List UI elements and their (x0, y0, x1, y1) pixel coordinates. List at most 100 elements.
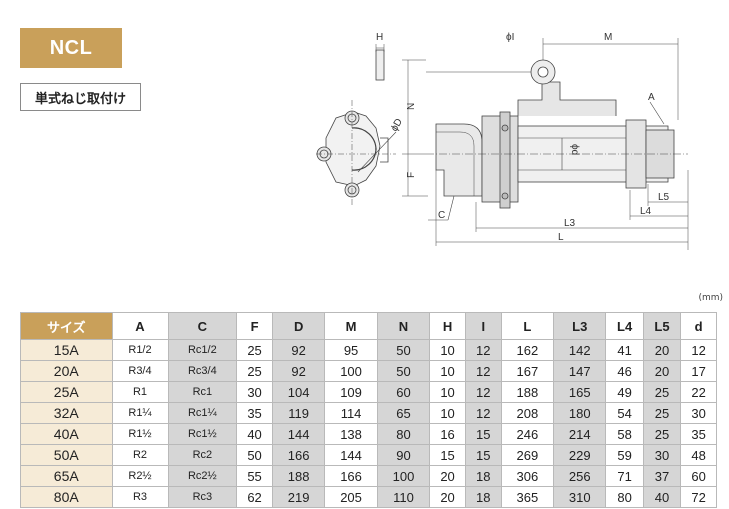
table-cell: R2 (111, 444, 169, 466)
dim-L4-label: L4 (640, 206, 652, 217)
table-cell: 219 (271, 486, 326, 508)
col-header: サイズ (20, 312, 113, 340)
table-cell: 95 (324, 339, 378, 361)
dim-L5-label: L5 (658, 192, 670, 203)
table-cell: 188 (500, 381, 555, 403)
table-cell: 104 (271, 381, 326, 403)
dim-M-label: M (604, 32, 612, 43)
size-cell: 32A (20, 402, 113, 424)
table-cell: 144 (271, 423, 326, 445)
table-cell: 92 (271, 339, 326, 361)
technical-drawing: H ϕI M A N ϕD ϕd F L5 L4 C L3 L (316, 32, 689, 250)
table-cell: Rc2 (167, 444, 238, 466)
table-cell: 110 (376, 486, 431, 508)
table-cell: 59 (605, 444, 644, 466)
table-cell: 58 (605, 423, 644, 445)
table-cell: 100 (324, 360, 378, 382)
table-cell: 109 (324, 381, 378, 403)
table-cell: 50 (236, 444, 273, 466)
table-cell: 25 (642, 402, 682, 424)
mounting-type-label: 単式ねじ取付け (20, 83, 142, 111)
col-header: M (324, 312, 378, 340)
unit-note: (mm) (698, 293, 723, 303)
table-cell: 60 (376, 381, 431, 403)
table-cell: R3/4 (111, 360, 169, 382)
product-code-badge: NCL (20, 28, 122, 68)
dim-phiI-label: ϕI (506, 32, 514, 43)
table-cell: 20 (429, 486, 466, 508)
size-cell: 20A (20, 360, 113, 382)
table-cell: Rc2½ (167, 465, 238, 487)
table-cell: 35 (236, 402, 273, 424)
table-cell: 37 (642, 465, 682, 487)
table-cell: 142 (553, 339, 607, 361)
table-cell: 90 (376, 444, 431, 466)
col-header: N (376, 312, 431, 340)
col-header: I (464, 312, 502, 340)
size-cell: 65A (20, 465, 113, 487)
size-cell: 40A (20, 423, 113, 445)
table-cell: Rc1 (167, 381, 238, 403)
table-cell: 12 (464, 381, 502, 403)
table-cell: 205 (324, 486, 378, 508)
dim-F-label: F (406, 172, 417, 178)
table-cell: 144 (324, 444, 378, 466)
table-cell: 15 (464, 444, 502, 466)
table-cell: 71 (605, 465, 644, 487)
table-cell: 114 (324, 402, 378, 424)
table-cell: 25 (236, 360, 273, 382)
table-cell: 256 (553, 465, 607, 487)
table-cell: 30 (642, 444, 682, 466)
table-cell: 30 (680, 402, 717, 424)
dim-L3-label: L3 (564, 218, 576, 229)
table-cell: 35 (680, 423, 717, 445)
table-cell: 80 (376, 423, 431, 445)
table-cell: R1/2 (111, 339, 169, 361)
joint-front-view (426, 38, 689, 250)
table-cell: 50 (376, 339, 431, 361)
table-cell: 54 (605, 402, 644, 424)
table-cell: 17 (680, 360, 717, 382)
col-header: F (236, 312, 273, 340)
table-cell: 30 (236, 381, 273, 403)
table-cell: 92 (271, 360, 326, 382)
col-header: A (111, 312, 169, 340)
table-cell: 229 (553, 444, 607, 466)
col-header: H (429, 312, 466, 340)
table-cell: 214 (553, 423, 607, 445)
table-cell: 10 (429, 381, 466, 403)
table-cell: 18 (464, 465, 502, 487)
table-cell: 55 (236, 465, 273, 487)
table-cell: 20 (642, 339, 682, 361)
table-header-row: サイズ A C F D M N H I L L3 L4 L5 d (20, 312, 717, 340)
table-cell: R1 (111, 381, 169, 403)
table-cell: 165 (553, 381, 607, 403)
table-cell: 180 (553, 402, 607, 424)
dim-C-label: C (438, 210, 445, 221)
table-cell: 25 (236, 339, 273, 361)
table-cell: Rc1½ (167, 423, 238, 445)
table-cell: 119 (271, 402, 326, 424)
table-cell: 269 (500, 444, 555, 466)
col-header: d (680, 312, 717, 340)
table-cell: 167 (500, 360, 555, 382)
table-cell: 49 (605, 381, 644, 403)
table-cell: Rc1/2 (167, 339, 238, 361)
table-cell: R3 (111, 486, 169, 508)
dim-N-label: N (406, 103, 417, 110)
table-cell: 46 (605, 360, 644, 382)
dim-phiD-label: ϕD (389, 117, 405, 134)
table-cell: 25 (642, 423, 682, 445)
table-cell: 40 (236, 423, 273, 445)
table-cell: 80 (605, 486, 644, 508)
table-cell: 162 (500, 339, 555, 361)
col-header: C (167, 312, 238, 340)
table-cell: 40 (642, 486, 682, 508)
